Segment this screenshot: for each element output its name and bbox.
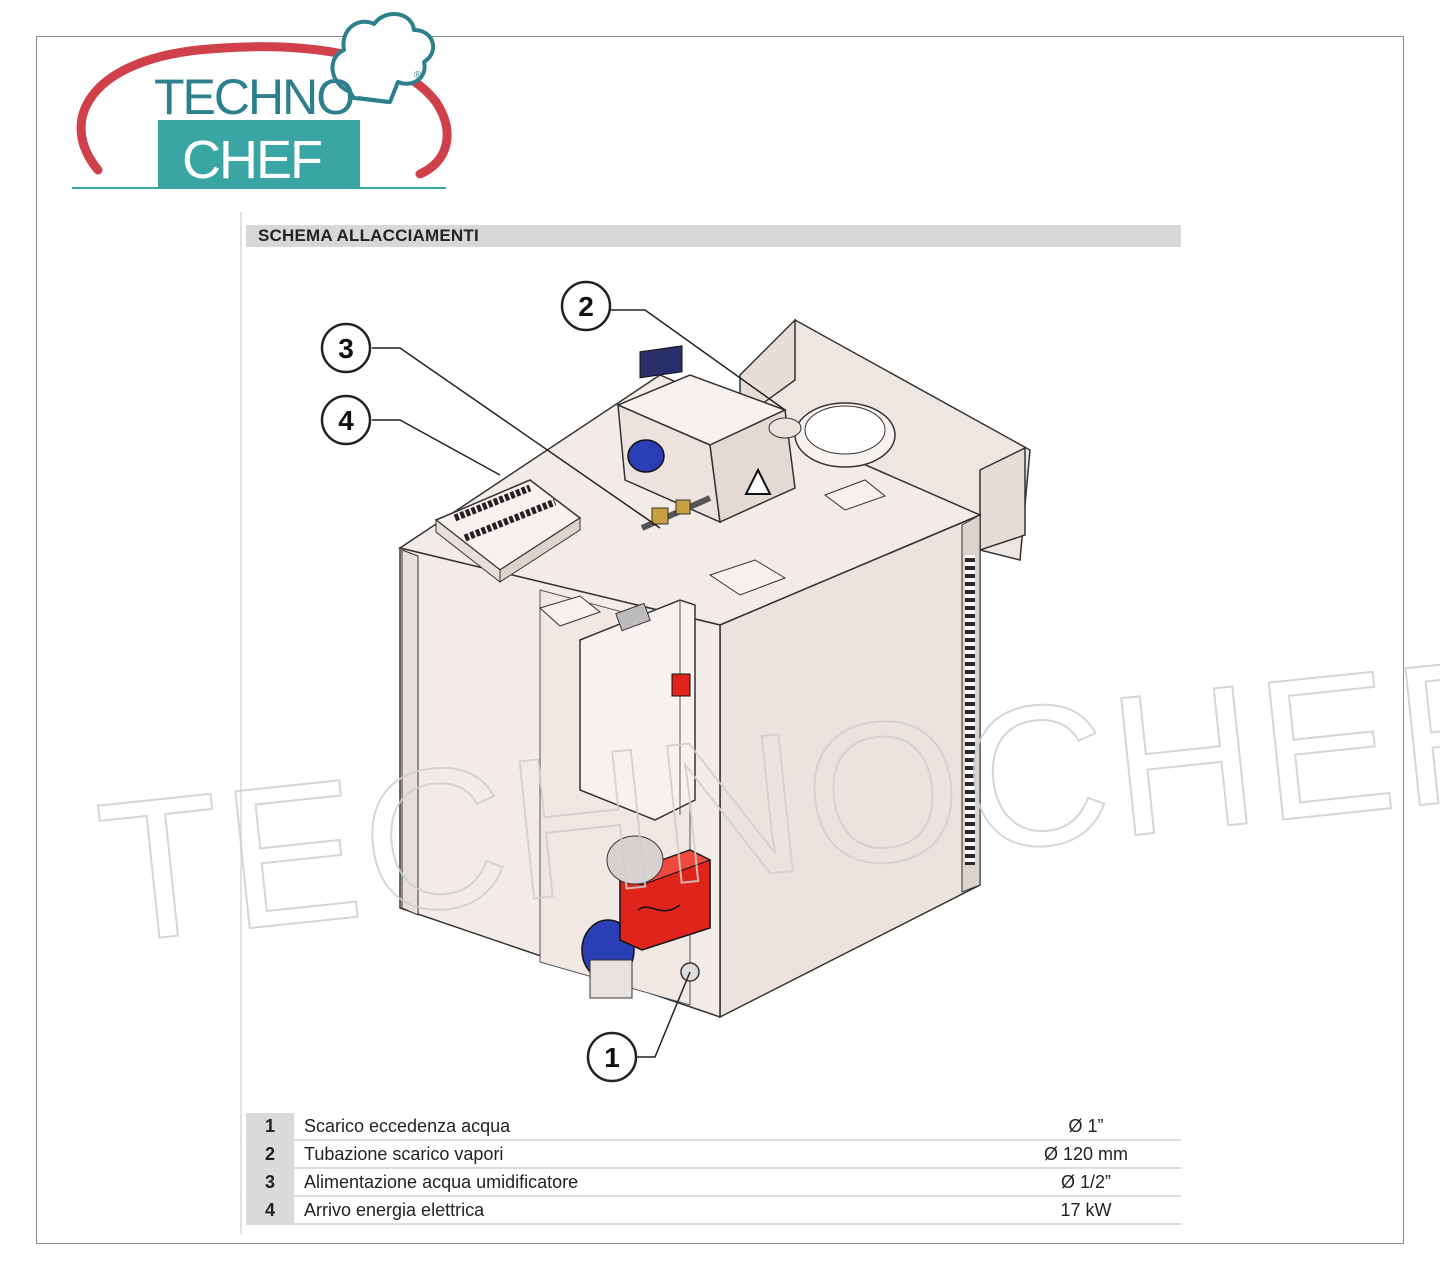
legend-number: 3 — [246, 1168, 294, 1197]
top-plate — [708, 559, 787, 596]
legend-value: Ø 1/2” — [991, 1168, 1181, 1197]
table-row: 1 Scarico eccedenza acqua Ø 1” — [246, 1113, 1181, 1141]
cabinet-right-face — [719, 513, 981, 1019]
warning-triangle-icon — [744, 467, 772, 495]
terminal-block — [434, 479, 582, 584]
chef-hat-icon — [330, 11, 436, 104]
registered-mark: ® — [414, 70, 422, 81]
burner-unit — [581, 835, 712, 999]
legend-number: 4 — [246, 1196, 294, 1225]
divider-line — [240, 212, 242, 1234]
callout-4-label: 4 — [338, 405, 354, 436]
legend-value: 17 kW — [991, 1196, 1181, 1225]
legend-table: 1 Scarico eccedenza acqua Ø 1” 2 Tubazio… — [246, 1113, 1181, 1225]
connection-diagram: 2 3 4 1 — [240, 260, 1440, 1100]
top-plate — [539, 595, 602, 627]
fan-box — [616, 345, 796, 524]
legend-description: Alimentazione acqua umidificatore — [294, 1168, 991, 1197]
exhaust-flange — [768, 402, 896, 468]
legend-value: Ø 1” — [991, 1113, 1181, 1141]
callout-leader-1 — [636, 971, 691, 1058]
table-row: 2 Tubazione scarico vapori Ø 120 mm — [246, 1140, 1181, 1169]
table-row: 3 Alimentazione acqua umidificatore Ø 1/… — [246, 1168, 1181, 1197]
top-plate — [823, 479, 887, 511]
main-switch-icon — [671, 673, 691, 697]
callout-1: 1 — [586, 1031, 638, 1083]
callout-3: 3 — [320, 322, 372, 374]
electrical-box — [579, 599, 696, 821]
callout-3-label: 3 — [338, 333, 354, 364]
callout-leader-3 — [372, 347, 661, 529]
ventilation-grille — [965, 555, 975, 865]
section-title: SCHEMA ALLACCIAMENTI — [258, 226, 479, 245]
legend-description: Scarico eccedenza acqua — [294, 1113, 991, 1141]
callout-1-label: 1 — [604, 1042, 620, 1073]
logo-line2: CHEF — [182, 130, 321, 190]
legend-number: 1 — [246, 1113, 294, 1141]
callout-4: 4 — [320, 394, 372, 446]
fan-motor-icon — [627, 439, 665, 473]
legend-description: Arrivo energia elettrica — [294, 1196, 991, 1225]
callout-2: 2 — [560, 280, 612, 332]
legend-description: Tubazione scarico vapori — [294, 1140, 991, 1169]
page-frame — [36, 36, 1404, 1244]
technochef-logo: TECHNO CHEF ® — [68, 2, 458, 197]
callout-leader-4 — [372, 419, 501, 476]
section-header: SCHEMA ALLACCIAMENTI — [246, 225, 1181, 247]
legend-value: Ø 120 mm — [991, 1140, 1181, 1169]
logo-line1: TECHNO — [154, 69, 353, 125]
legend-number: 2 — [246, 1140, 294, 1169]
callout-2-label: 2 — [578, 291, 594, 322]
callout-leader-2 — [610, 309, 786, 411]
table-row: 4 Arrivo energia elettrica 17 kW — [246, 1196, 1181, 1225]
